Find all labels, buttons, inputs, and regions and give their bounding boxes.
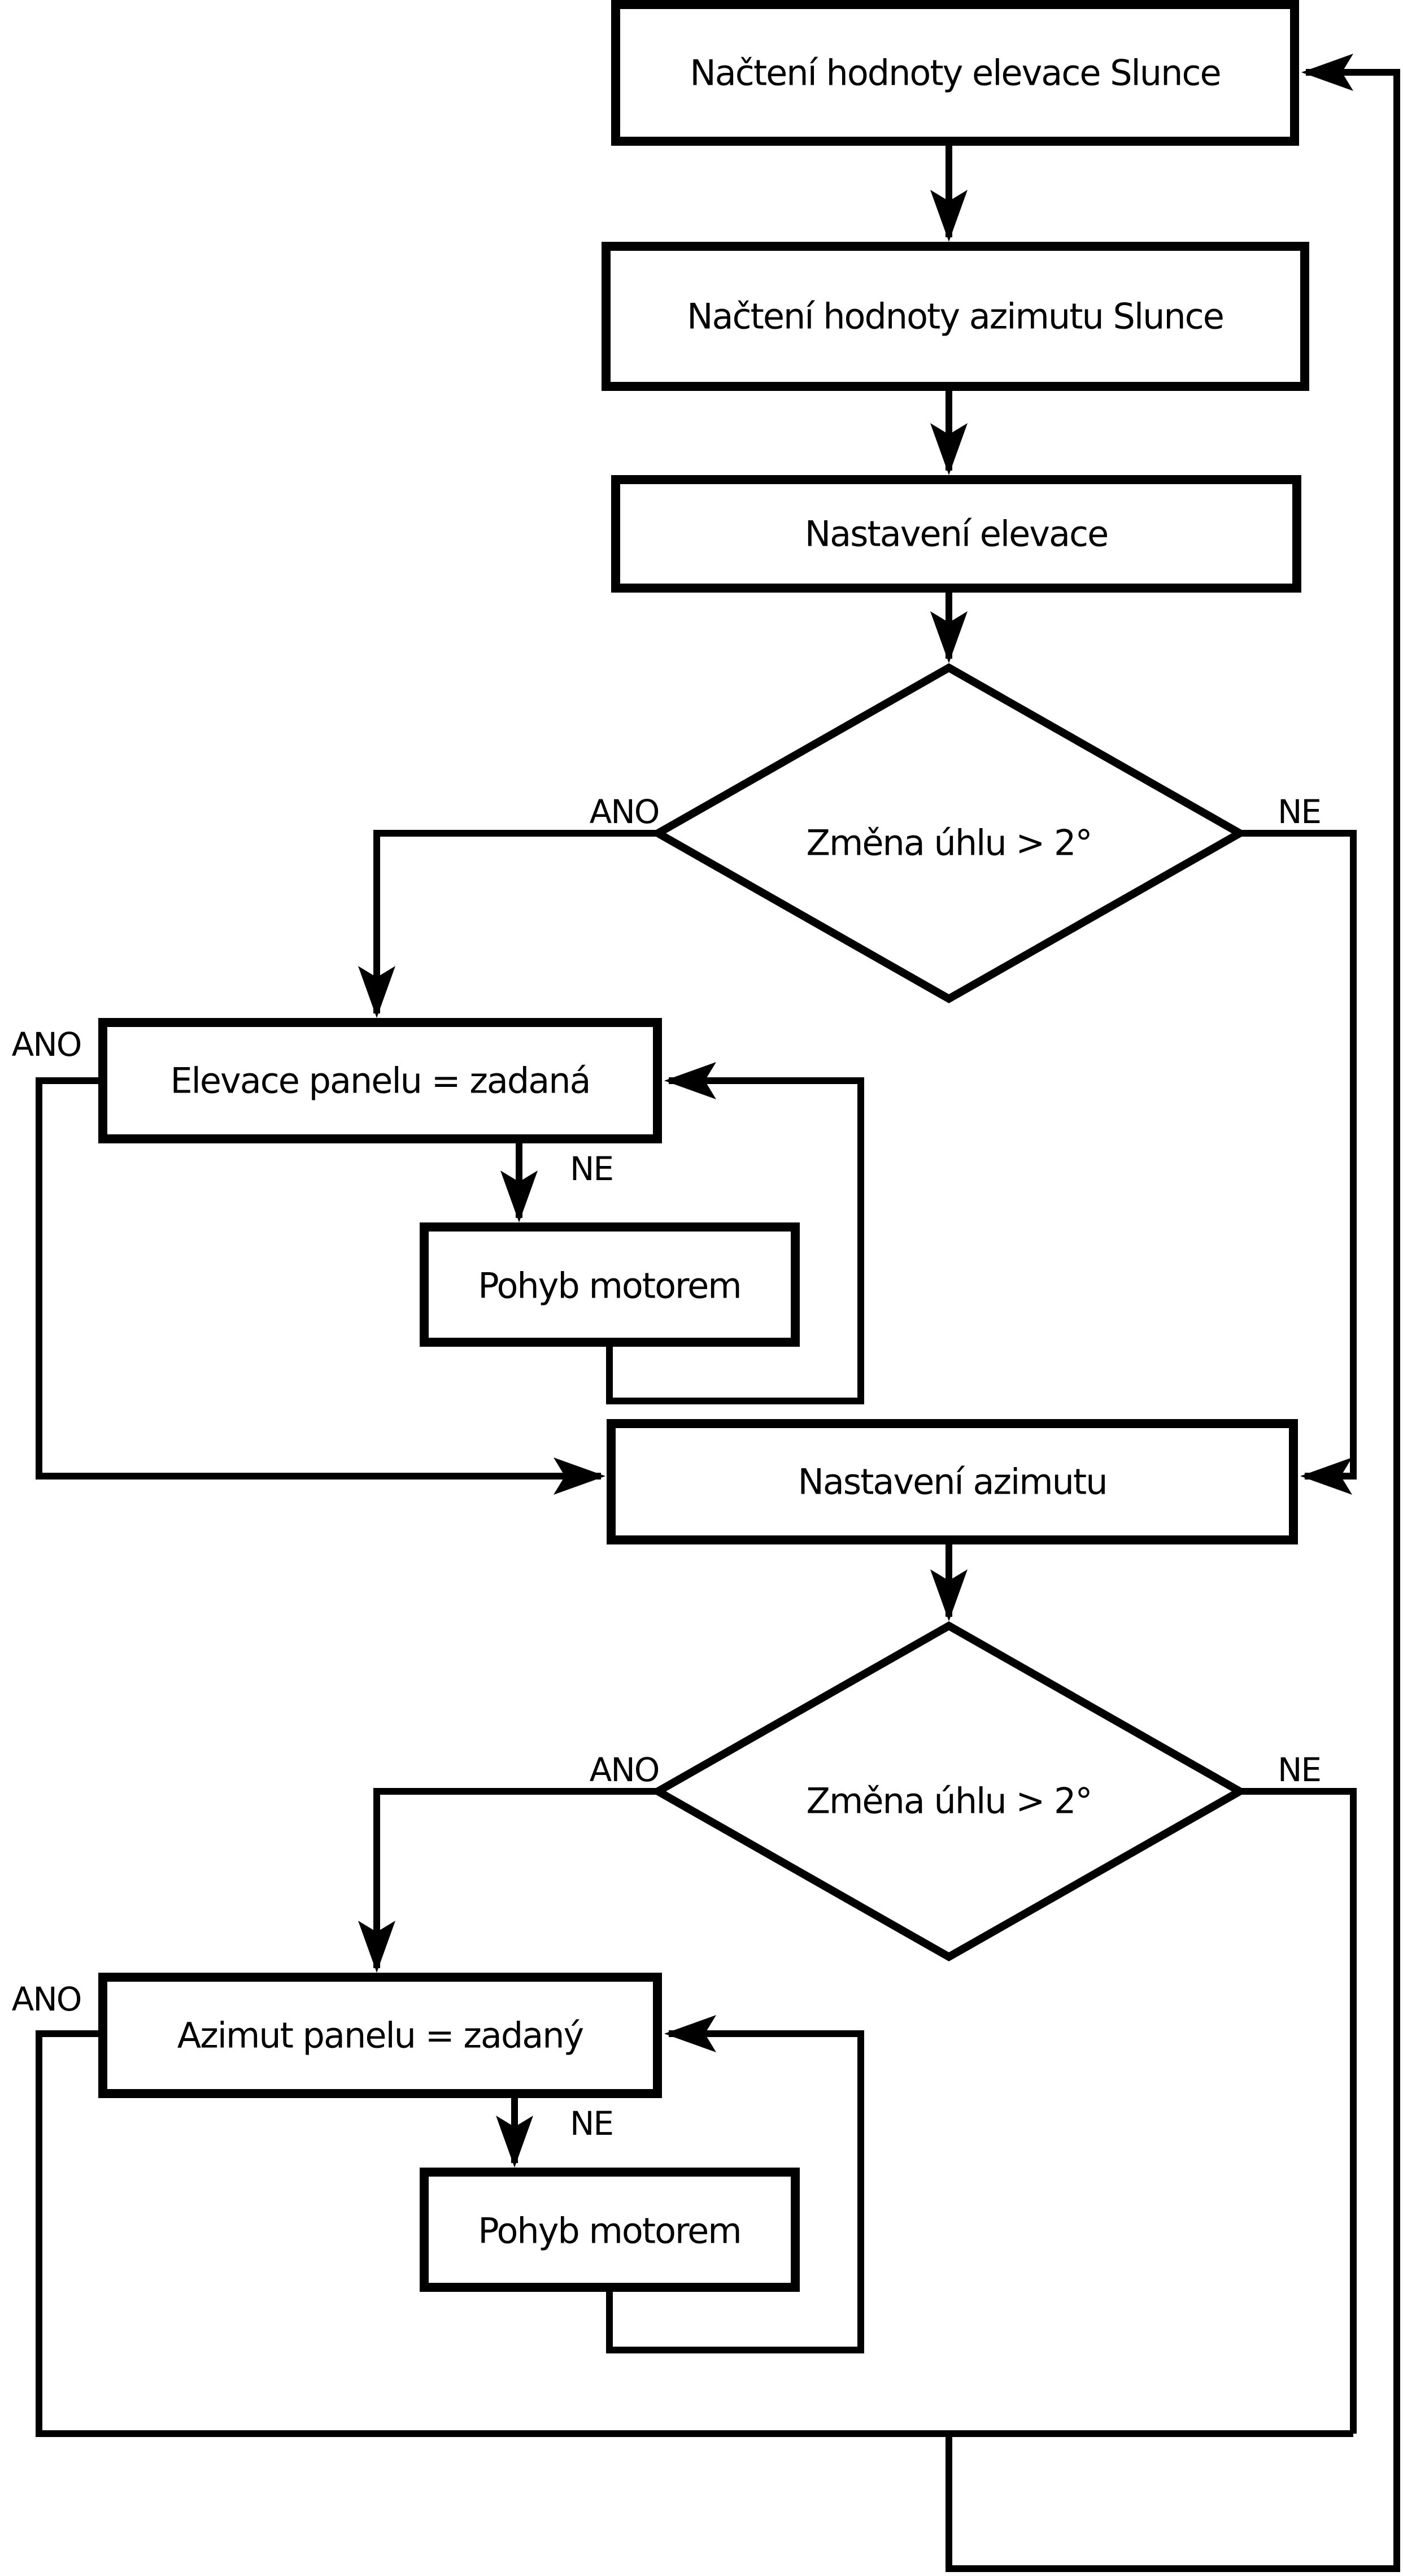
node-set-azimuth-box	[607, 1419, 1298, 1544]
edge-azimuth-decision-ne	[1240, 1788, 1357, 2434]
node-azimuth-reached: Azimut panelu = zadaný	[98, 1973, 662, 2098]
node-elevation-motor-label: Pohyb motorem	[478, 1265, 740, 1307]
node-elevation-angle-decision-label: Změna úhlu > 2°	[807, 823, 1092, 864]
node-load-elevation: Načtení hodnoty elevace Slunce	[611, 0, 1299, 146]
node-azimuth-motor-label: Pohyb motorem	[478, 2211, 740, 2252]
branch-label-azimuth-reached-ne: NE	[570, 2104, 613, 2143]
branch-label-azimuth-decision-ano: ANO	[590, 1751, 659, 1789]
node-azimuth-motor: Pohyb motorem	[420, 2168, 800, 2292]
node-load-elevation-box	[611, 0, 1299, 146]
node-elevation-angle-decision-shape	[650, 663, 1248, 1004]
branch-label-elevation-decision-ne: NE	[1278, 793, 1321, 831]
node-azimuth-angle-decision: Změna úhlu > 2°	[650, 1621, 1248, 1962]
edge-azimuth-motor-loop	[606, 2015, 864, 2353]
node-elevation-reached: Elevace panelu = zadaná	[98, 1018, 662, 1143]
edge-elevation-decision-ano	[358, 830, 658, 1018]
node-set-elevation-box	[611, 475, 1301, 593]
node-load-azimuth: Načtení hodnoty azimutu Slunce	[602, 242, 1309, 391]
node-set-azimuth-label: Nastavení azimutu	[798, 1461, 1106, 1503]
node-elevation-motor: Pohyb motorem	[420, 1222, 800, 1347]
node-azimuth-angle-decision-label: Změna úhlu > 2°	[807, 1781, 1092, 1822]
branch-label-azimuth-decision-ne: NE	[1278, 1751, 1321, 1789]
branch-label-elevation-reached-ne: NE	[570, 1150, 613, 1188]
edge-azimuth-decision-ano	[358, 1788, 658, 1973]
edge-elevation-decision-ne	[1240, 830, 1357, 1495]
node-load-elevation-label: Načtení hodnoty elevace Slunce	[690, 53, 1220, 94]
branch-label-elevation-reached-ano: ANO	[12, 1025, 81, 1064]
edge-elevation-motor-loop	[606, 1062, 864, 1404]
edge-elevation-reached-ano	[36, 1077, 605, 1495]
edge-restart-loop	[945, 54, 1400, 2572]
node-azimuth-reached-box	[98, 1973, 662, 2098]
node-load-azimuth-label: Načtení hodnoty azimutu Slunce	[687, 296, 1223, 337]
branch-label-elevation-decision-ano: ANO	[590, 793, 659, 831]
node-azimuth-motor-box	[420, 2168, 800, 2292]
node-set-elevation-label: Nastavení elevace	[805, 514, 1108, 555]
node-set-elevation: Nastavení elevace	[611, 475, 1301, 593]
node-azimuth-reached-label: Azimut panelu = zadaný	[177, 2015, 583, 2056]
node-set-azimuth: Nastavení azimutu	[607, 1419, 1298, 1544]
node-elevation-motor-box	[420, 1222, 800, 1347]
node-elevation-reached-label: Elevace panelu = zadaná	[170, 1060, 590, 1102]
edge-azimuth-reached-ano	[36, 2030, 1353, 2437]
node-load-azimuth-box	[602, 242, 1309, 391]
node-azimuth-angle-decision-shape	[650, 1621, 1248, 1962]
node-elevation-reached-box	[98, 1018, 662, 1143]
branch-label-azimuth-reached-ano: ANO	[12, 1980, 81, 2018]
node-elevation-angle-decision: Změna úhlu > 2°	[650, 663, 1248, 1004]
